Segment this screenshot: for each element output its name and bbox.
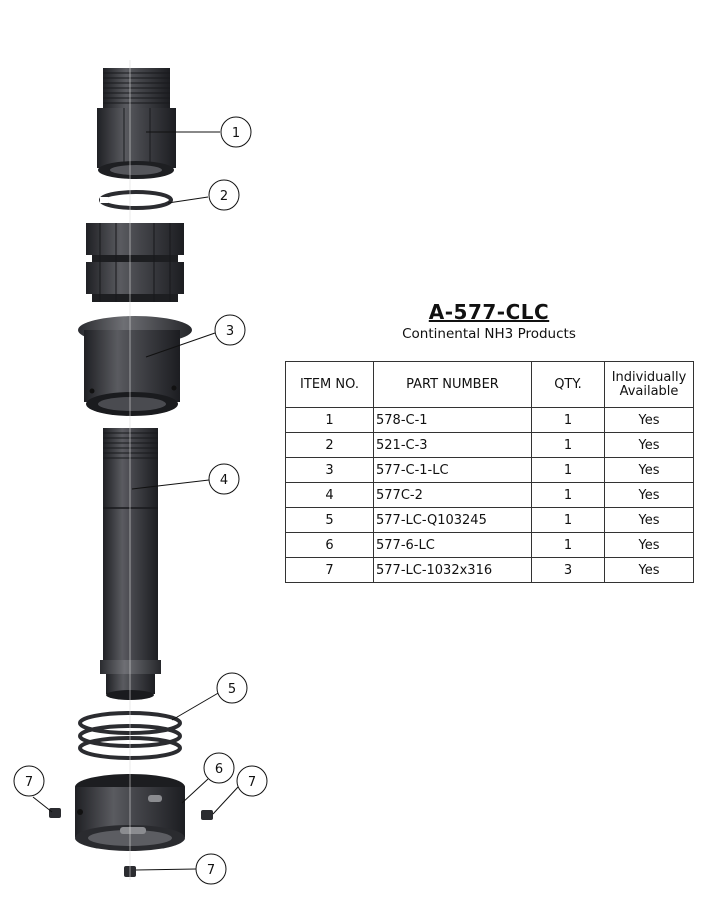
cell-available: Yes: [604, 407, 694, 433]
cell-item: 7: [285, 557, 374, 583]
leader-lines: [32, 131, 239, 871]
balloon-3: 3: [214, 314, 246, 346]
cell-qty: 1: [531, 507, 605, 533]
cell-part-number: 577-6-LC: [373, 532, 532, 558]
balloon-7-bottom: 7: [195, 853, 227, 885]
cell-part-number: 577-LC-Q103245: [373, 507, 532, 533]
cell-available: Yes: [604, 457, 694, 483]
svg-text:7: 7: [25, 775, 33, 790]
svg-text:2: 2: [220, 189, 228, 204]
svg-text:4: 4: [220, 473, 228, 488]
svg-text:7: 7: [248, 775, 256, 790]
cell-qty: 1: [531, 532, 605, 558]
assembly-subtitle: Continental NH3 Products: [402, 326, 576, 342]
cell-item: 1: [285, 407, 374, 433]
table-row: 6 577-6-LC 1 Yes: [285, 532, 694, 558]
assembly-title: A-577-CLC: [428, 300, 550, 324]
svg-text:5: 5: [228, 682, 236, 697]
balloon-7-right: 7: [236, 765, 268, 797]
svg-text:6: 6: [215, 762, 223, 777]
header-individually-line1: Individually: [611, 369, 687, 385]
part-4-stem-tube: [100, 428, 161, 700]
header-individually-available: Individually Available: [604, 361, 694, 408]
header-part-number: PART NUMBER: [373, 361, 532, 408]
cell-available: Yes: [604, 482, 694, 508]
svg-text:7: 7: [207, 863, 215, 878]
table-header-row: ITEM NO. PART NUMBER QTY. Individually A…: [285, 361, 694, 408]
cell-part-number: 521-C-3: [373, 432, 532, 458]
table-row: 4 577C-2 1 Yes: [285, 482, 694, 508]
table-row: 3 577-C-1-LC 1 Yes: [285, 457, 694, 483]
title-block: A-577-CLC Continental NH3 Products: [285, 300, 693, 342]
part-1-hex-fitting: [97, 68, 176, 179]
balloon-6: 6: [203, 752, 235, 784]
table-row: 5 577-LC-Q103245 1 Yes: [285, 507, 694, 533]
cell-qty: 1: [531, 457, 605, 483]
header-qty: QTY.: [531, 361, 605, 408]
cell-qty: 1: [531, 432, 605, 458]
cell-item: 6: [285, 532, 374, 558]
cell-part-number: 577-LC-1032x316: [373, 557, 532, 583]
cell-qty: 1: [531, 482, 605, 508]
table-row: 1 578-C-1 1 Yes: [285, 407, 694, 433]
cell-item: 3: [285, 457, 374, 483]
balloon-5: 5: [216, 672, 248, 704]
header-item-no: ITEM NO.: [285, 361, 374, 408]
part-3-coupler-body: [78, 223, 192, 416]
part-2-snap-ring: [99, 190, 173, 210]
table-row: 7 577-LC-1032x316 3 Yes: [285, 557, 694, 583]
cell-available: Yes: [604, 432, 694, 458]
header-individually-line2: Available: [619, 383, 679, 399]
cell-qty: 1: [531, 407, 605, 433]
cell-item: 5: [285, 507, 374, 533]
cell-available: Yes: [604, 532, 694, 558]
cell-qty: 3: [531, 557, 605, 583]
cell-available: Yes: [604, 557, 694, 583]
table-row: 2 521-C-3 1 Yes: [285, 432, 694, 458]
cell-item: 2: [285, 432, 374, 458]
cell-part-number: 577-C-1-LC: [373, 457, 532, 483]
balloon-2: 2: [208, 179, 240, 211]
cell-available: Yes: [604, 507, 694, 533]
bill-of-materials-table: ITEM NO. PART NUMBER QTY. Individually A…: [285, 361, 694, 583]
balloon-7-left: 7: [13, 765, 45, 797]
balloon-1: 1: [220, 116, 252, 148]
balloon-4: 4: [208, 463, 240, 495]
cell-part-number: 577C-2: [373, 482, 532, 508]
svg-text:3: 3: [226, 324, 234, 339]
svg-text:1: 1: [232, 126, 240, 141]
cell-item: 4: [285, 482, 374, 508]
cell-part-number: 578-C-1: [373, 407, 532, 433]
